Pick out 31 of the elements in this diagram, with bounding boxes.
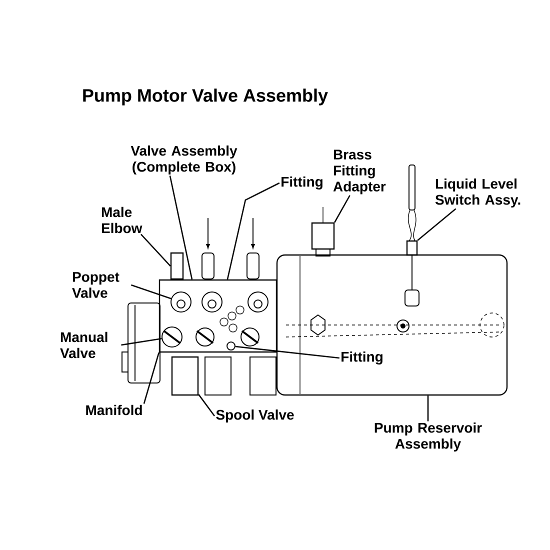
callout-label: Pump Reservoir Assembly [374, 422, 482, 452]
valve-block [158, 279, 278, 353]
leader-line [198, 394, 216, 416]
diagram-title: Pump Motor Valve Assembly [83, 88, 328, 106]
reservoir-tank [276, 254, 508, 396]
callout-label: Liquid Level Switch Assy. [435, 178, 520, 208]
spool-valve [171, 356, 199, 396]
manual-valve-knob [162, 326, 182, 348]
leader-line [121, 338, 162, 346]
callout-label: Valve Assembly (Complete Box) [130, 145, 238, 175]
callout-label: Fitting [282, 176, 322, 190]
leader-line [143, 352, 160, 404]
callout-label: Brass Fitting Adapter [333, 150, 386, 194]
callout-label: Spool Valve [216, 409, 294, 423]
poppet-valve [170, 292, 192, 312]
leader-line [169, 176, 193, 280]
leader-line [235, 346, 340, 359]
male-elbow [170, 252, 184, 280]
leader-line [140, 234, 171, 266]
callout-label: Male Elbow [102, 206, 142, 234]
callout-label: Poppet Valve [72, 272, 120, 298]
fitting-port [226, 342, 236, 350]
callout-label: Manifold [86, 404, 142, 416]
level-switch [404, 164, 420, 306]
callout-label: Manual Valve [60, 332, 108, 358]
leader-line [417, 208, 456, 241]
leader-line [427, 396, 429, 422]
callout-label: Fitting [342, 351, 382, 365]
adapter-nut [311, 206, 335, 256]
leader-line [334, 195, 350, 223]
leader-line [226, 182, 280, 280]
